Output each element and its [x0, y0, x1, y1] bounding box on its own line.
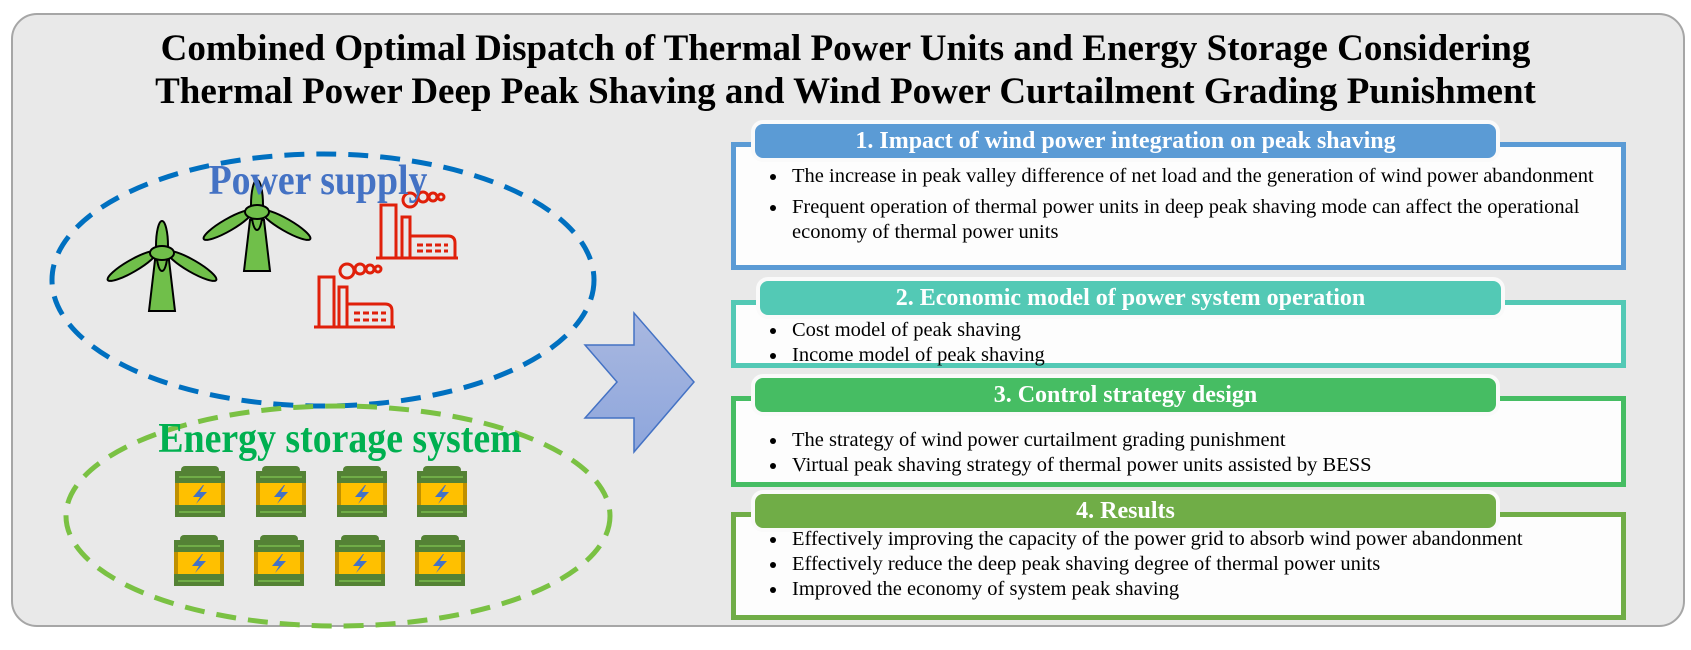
title-line-2: Thermal Power Deep Peak Shaving and Wind…: [155, 71, 1536, 112]
bullet-item: Effectively reduce the deep peak shaving…: [788, 552, 1615, 577]
battery-icon: [174, 465, 226, 518]
bullet-item: Virtual peak shaving strategy of thermal…: [788, 453, 1615, 478]
bullet-item: The increase in peak valley difference o…: [788, 164, 1615, 189]
thermal-plant-icon: [376, 190, 458, 260]
bullet-item: Frequent operation of thermal power unit…: [788, 195, 1615, 245]
energy-storage-ellipse: [63, 403, 613, 629]
wind-turbine-icon: [106, 220, 218, 312]
battery-icon: [334, 534, 386, 587]
section-3-heading: 3. Control strategy design: [755, 378, 1496, 412]
battery-icon: [336, 465, 388, 518]
battery-icon: [255, 465, 307, 518]
energy-storage-label: Energy storage system: [158, 416, 522, 462]
bullet-item: Income model of peak shaving: [788, 343, 1615, 368]
section-4-bullets: Effectively improving the capacity of th…: [760, 527, 1615, 608]
thermal-plant-icon: [314, 262, 395, 329]
section-1-bullets: The increase in peak valley difference o…: [760, 164, 1615, 251]
section-2-heading: 2. Economic model of power system operat…: [760, 281, 1501, 315]
section-3-bullets: The strategy of wind power curtailment g…: [760, 428, 1615, 484]
bullet-item: Improved the economy of system peak shav…: [788, 577, 1615, 602]
bullet-item: Cost model of peak shaving: [788, 318, 1615, 343]
title-line-1: Combined Optimal Dispatch of Thermal Pow…: [160, 28, 1531, 69]
power-supply-ellipse: [49, 151, 597, 409]
battery-icon: [414, 534, 466, 587]
bullet-item: Effectively improving the capacity of th…: [788, 527, 1615, 552]
section-1-heading: 1. Impact of wind power integration on p…: [755, 124, 1496, 158]
section-2-bullets: Cost model of peak shaving Income model …: [760, 318, 1615, 374]
right-arrow-icon: [583, 310, 695, 455]
battery-icon: [416, 465, 468, 518]
battery-icon: [173, 534, 225, 587]
power-supply-label: Power supply: [208, 158, 428, 204]
bullet-item: The strategy of wind power curtailment g…: [788, 428, 1615, 453]
wind-turbine-icon: [202, 179, 312, 272]
section-4-heading: 4. Results: [755, 494, 1496, 528]
battery-icon: [253, 534, 305, 587]
section-1-box: [731, 142, 1626, 270]
section-4-box: [731, 512, 1626, 620]
